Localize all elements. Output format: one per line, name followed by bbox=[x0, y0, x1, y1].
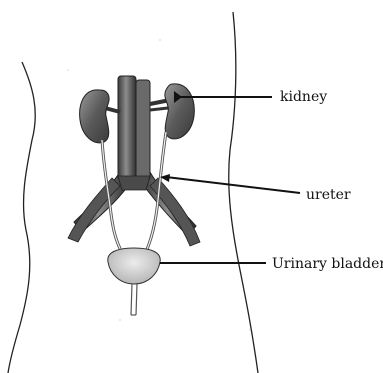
ureter-label: ureter bbox=[306, 188, 351, 202]
urinary-bladder-label: Urinary bladder bbox=[272, 257, 383, 271]
left-kidney bbox=[80, 90, 110, 143]
kidney-label: kidney bbox=[280, 90, 327, 104]
body-outline bbox=[8, 12, 258, 373]
ureter-leader-line bbox=[166, 177, 300, 193]
aorta-and-vena-cava bbox=[118, 76, 150, 190]
urinary-bladder bbox=[108, 248, 160, 315]
right-kidney bbox=[165, 84, 194, 139]
